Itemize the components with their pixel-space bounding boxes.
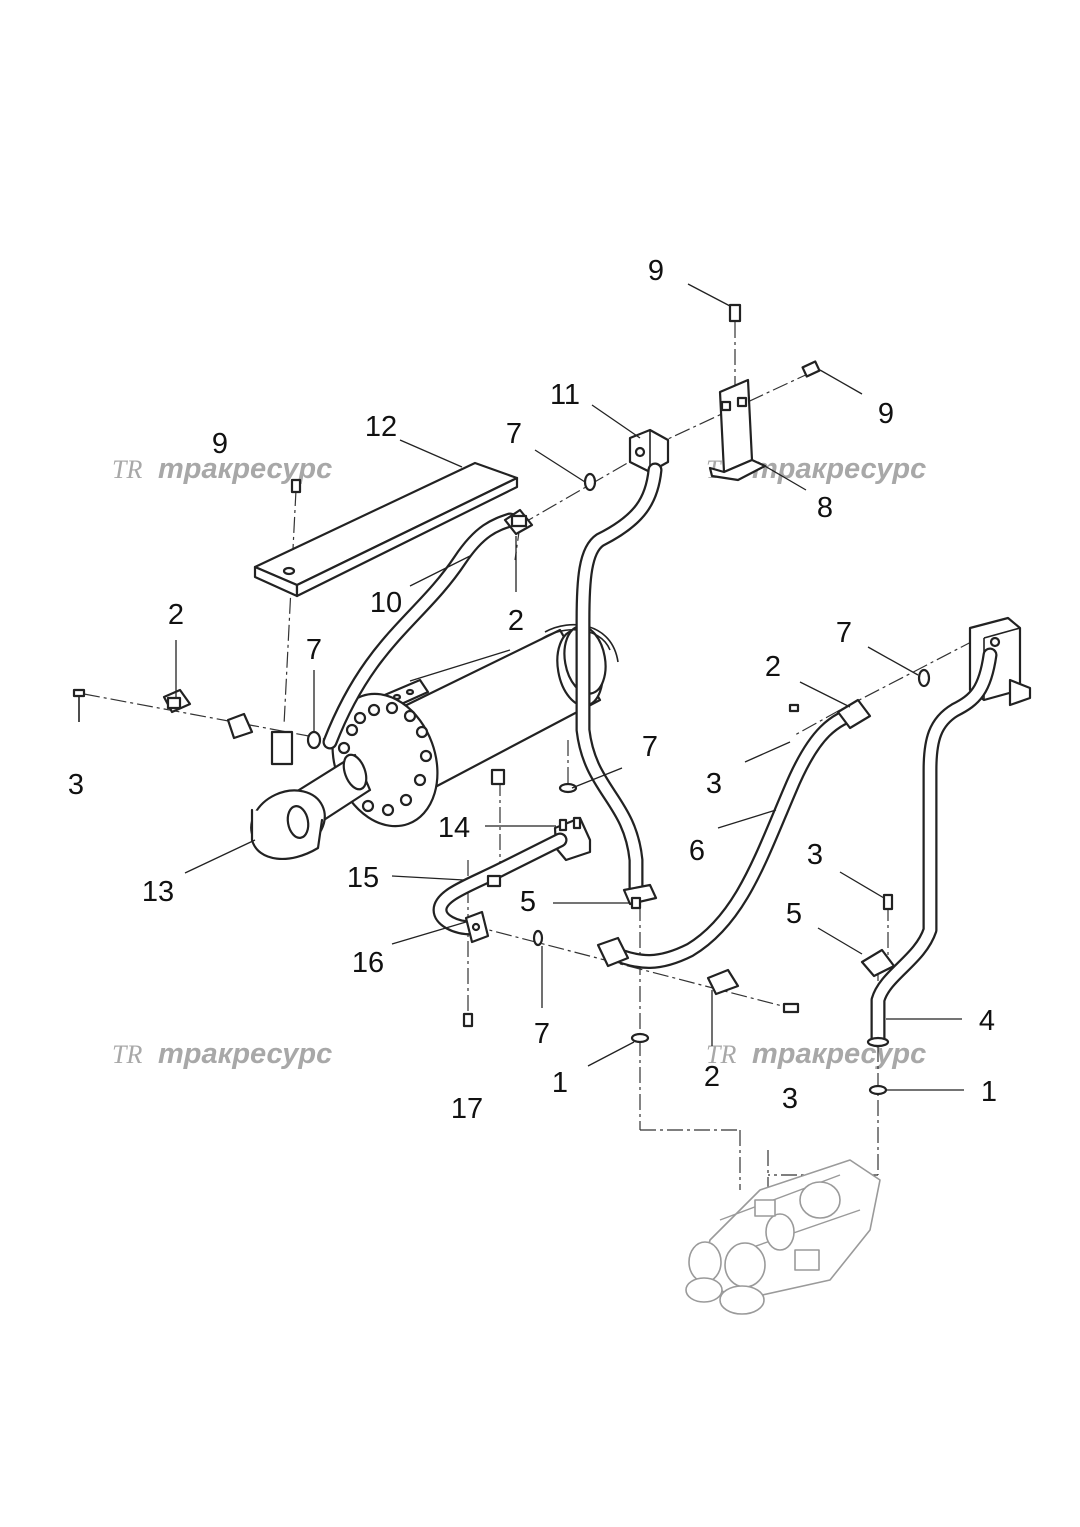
bolt-17 xyxy=(462,1012,474,1028)
hose-10 xyxy=(322,508,534,750)
callout-3: 3 xyxy=(706,768,722,800)
callout-17: 17 xyxy=(451,1093,483,1125)
bolt-9-top xyxy=(728,303,742,323)
pipe-16 xyxy=(432,816,592,1028)
callout-13: 13 xyxy=(142,876,174,908)
callout-2: 2 xyxy=(704,1061,720,1093)
callout-10: 10 xyxy=(370,587,402,619)
clamp-2-bottom xyxy=(706,968,800,1014)
callout-2: 2 xyxy=(765,651,781,683)
callout-7: 7 xyxy=(506,418,522,450)
callout-12: 12 xyxy=(365,411,397,443)
watermark-top-left: TR тракресурс xyxy=(112,453,332,485)
pipe-4 xyxy=(630,647,998,1096)
callout-6: 6 xyxy=(689,835,705,867)
leader-lines xyxy=(175,283,964,1091)
callout-7: 7 xyxy=(534,1018,550,1050)
cover-plate-12 xyxy=(253,461,519,598)
callout-3: 3 xyxy=(782,1083,798,1115)
watermark-text: тракресурс xyxy=(752,1038,926,1070)
callout-5: 5 xyxy=(786,898,802,930)
watermark-top-right: TR тракресурс xyxy=(706,453,926,485)
clamp-5-right xyxy=(860,893,896,978)
bracket-8 xyxy=(290,303,821,494)
callout-9: 9 xyxy=(878,398,894,430)
callout-8: 8 xyxy=(817,492,833,524)
callout-4: 4 xyxy=(979,1005,995,1037)
watermark-logo: TR xyxy=(112,1040,142,1069)
hydraulic-cylinder-13 xyxy=(250,623,619,860)
callout-1: 1 xyxy=(981,1076,997,1108)
callout-7: 7 xyxy=(642,731,658,763)
callout-3: 3 xyxy=(68,769,84,801)
callout-9: 9 xyxy=(212,428,228,460)
callout-9: 9 xyxy=(648,255,664,287)
watermark-text: тракресурс xyxy=(752,453,926,485)
watermark-logo: TR xyxy=(112,455,142,484)
left-port-fitting xyxy=(72,688,322,750)
watermark-text: тракресурс xyxy=(158,453,332,485)
hose-6 xyxy=(596,698,872,969)
callout-16: 16 xyxy=(352,947,384,979)
callout-2: 2 xyxy=(168,599,184,631)
watermark-bottom-right: TR тракресурс xyxy=(706,1038,926,1070)
watermark-bottom-left: TR тракресурс xyxy=(112,1038,332,1070)
control-valve-block xyxy=(685,1159,881,1315)
o-rings-7 xyxy=(532,472,931,947)
callout-2: 2 xyxy=(508,605,524,637)
watermark-text: тракресурс xyxy=(158,1038,332,1070)
watermark-logo: TR xyxy=(706,1040,736,1069)
pipe-block-11 xyxy=(575,428,670,910)
bolt-9-left xyxy=(290,478,302,494)
callout-3: 3 xyxy=(807,839,823,871)
callout-7: 7 xyxy=(836,617,852,649)
callout-14: 14 xyxy=(438,812,470,844)
callout-11: 11 xyxy=(550,379,580,411)
callout-15: 15 xyxy=(347,862,379,894)
callout-labels: 9 9 9 11 12 7 8 10 2 2 7 7 2 3 7 3 14 6 … xyxy=(68,255,997,1125)
bolt-9-right xyxy=(801,360,821,378)
callout-1: 1 xyxy=(552,1067,568,1099)
callout-5: 5 xyxy=(520,886,536,918)
callout-7: 7 xyxy=(306,634,322,666)
